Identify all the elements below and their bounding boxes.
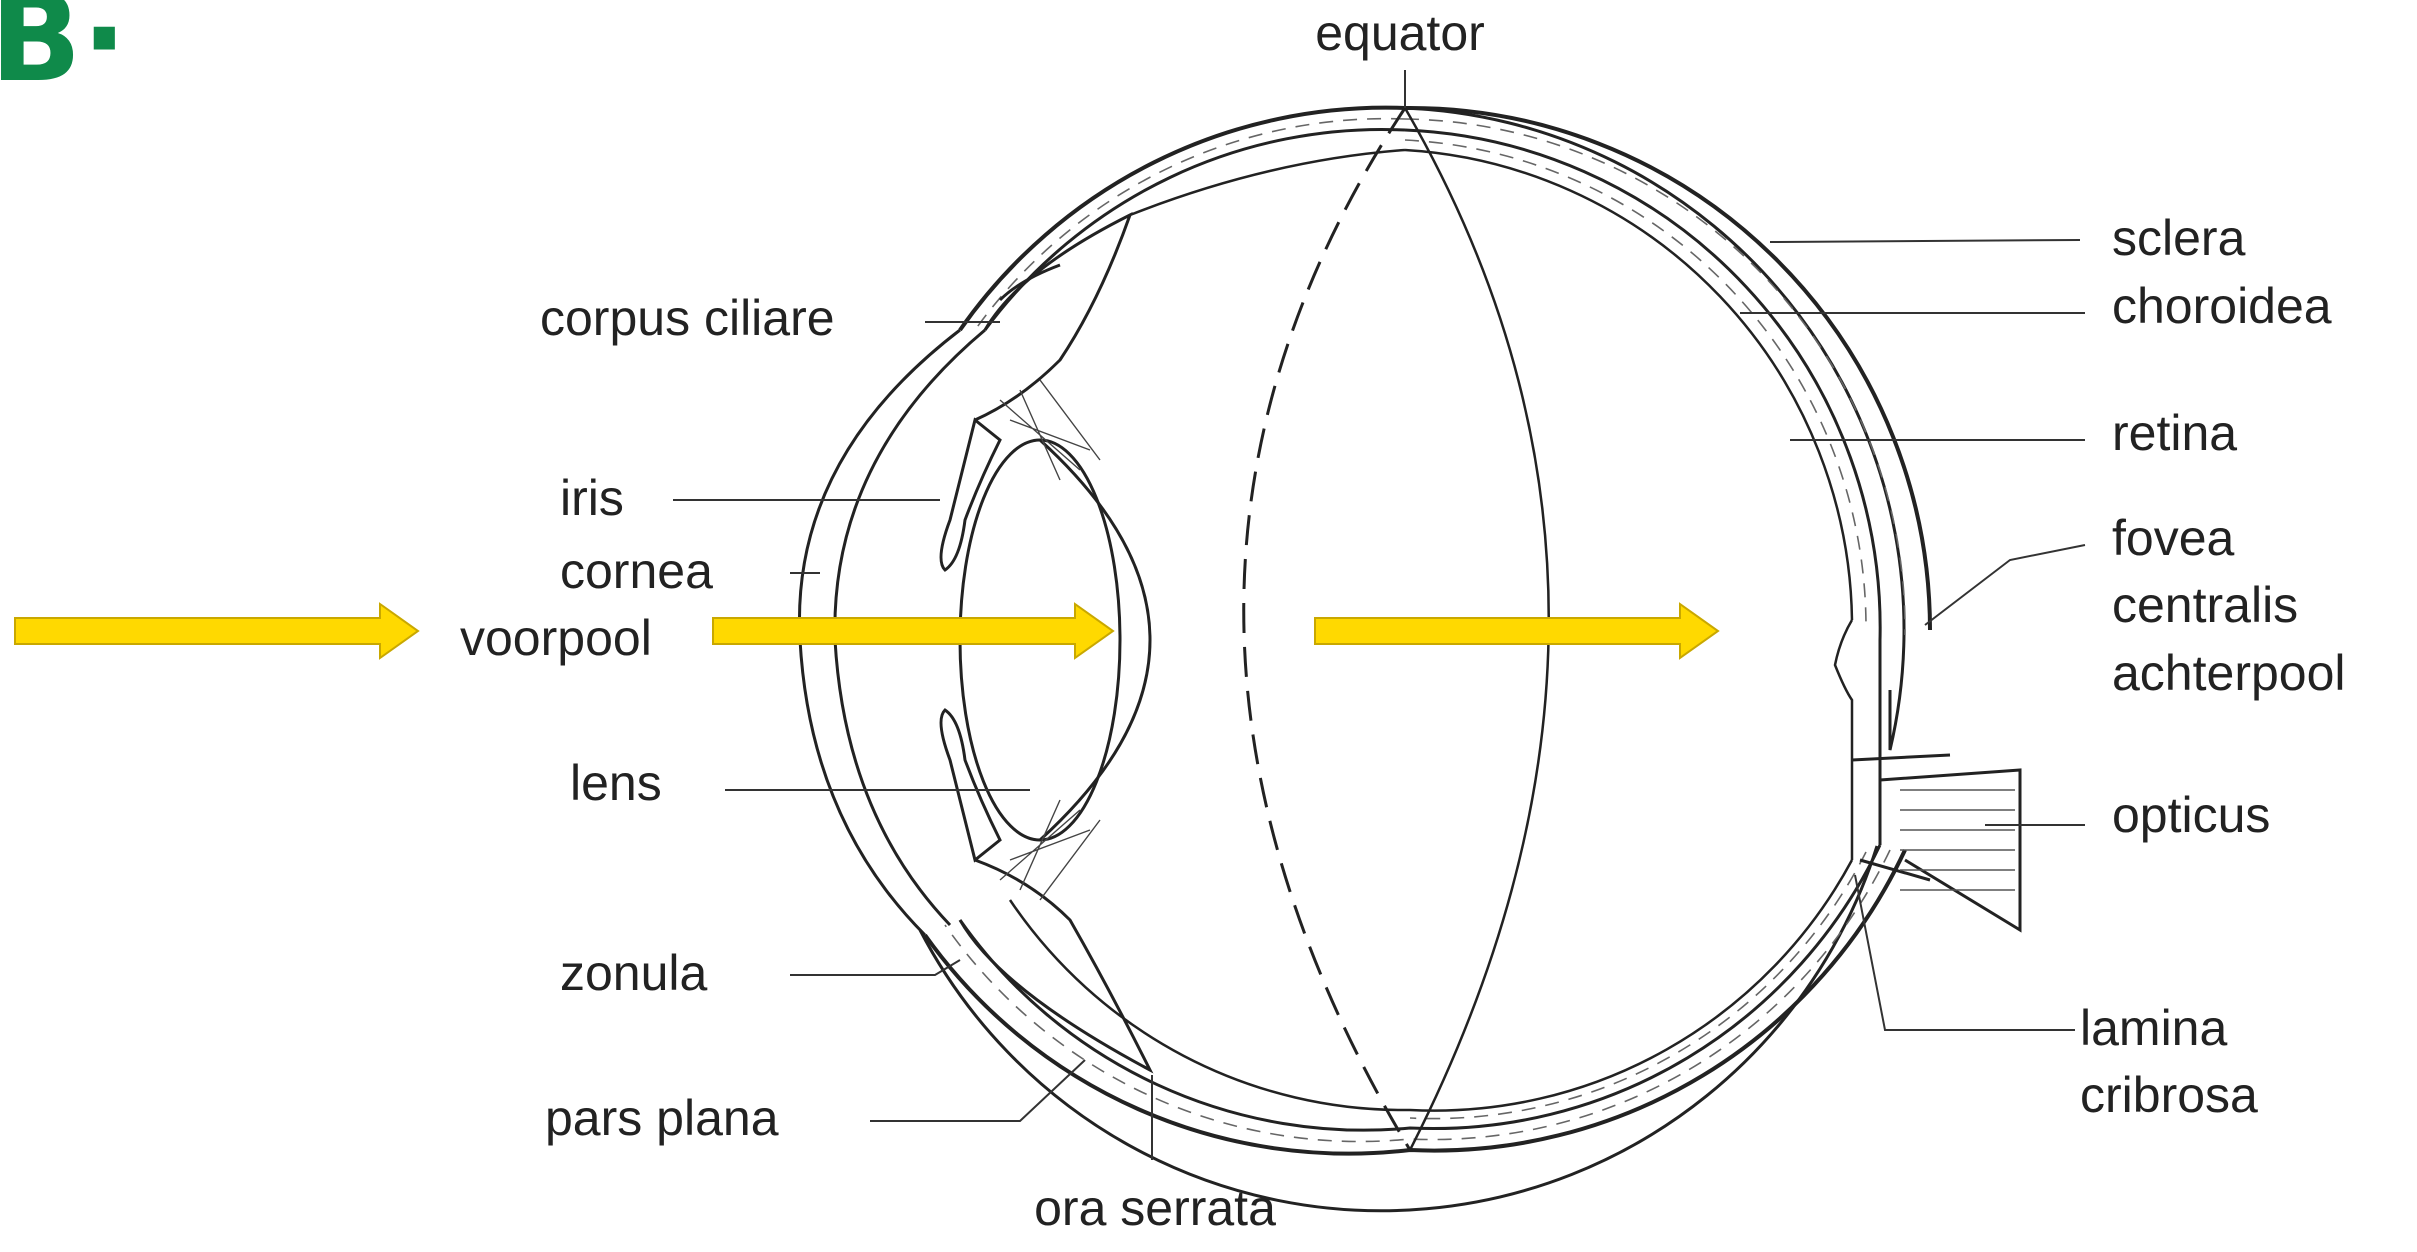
label-lens: lens: [570, 755, 662, 811]
label-fovea: fovea: [2112, 510, 2235, 566]
eyeball: [920, 108, 1930, 1211]
label-cribrosa: cribrosa: [2080, 1067, 2258, 1123]
label-cornea: cornea: [560, 543, 713, 599]
label-pars-plana: pars plana: [545, 1090, 779, 1146]
label-retina: retina: [2112, 405, 2237, 461]
sclera-outer-contour: [920, 108, 1904, 1211]
light-path-arrow-anterior: [713, 604, 1113, 658]
leader-lines: [673, 70, 2085, 1160]
label-equator: equator: [1315, 5, 1485, 61]
label-centralis: centralis: [2112, 577, 2298, 633]
light-path-arrows: [15, 604, 1718, 658]
label-zonula: zonula: [560, 945, 708, 1001]
light-path-arrow-posterior: [1315, 604, 1718, 658]
figure-letter-heading: B·: [0, 0, 127, 109]
label-iris: iris: [560, 470, 624, 526]
label-corpus-ciliare: corpus ciliare: [540, 290, 835, 346]
label-ora-serrata: ora serrata: [1034, 1180, 1276, 1236]
label-opticus: opticus: [2112, 787, 2270, 843]
label-lamina: lamina: [2080, 1000, 2227, 1056]
label-choroidea: choroidea: [2112, 278, 2332, 334]
label-achterpool: achterpool: [2112, 645, 2346, 701]
label-sclera: sclera: [2112, 210, 2246, 266]
label-voorpool: voorpool: [460, 610, 652, 666]
light-path-arrow-outside: [15, 604, 418, 658]
